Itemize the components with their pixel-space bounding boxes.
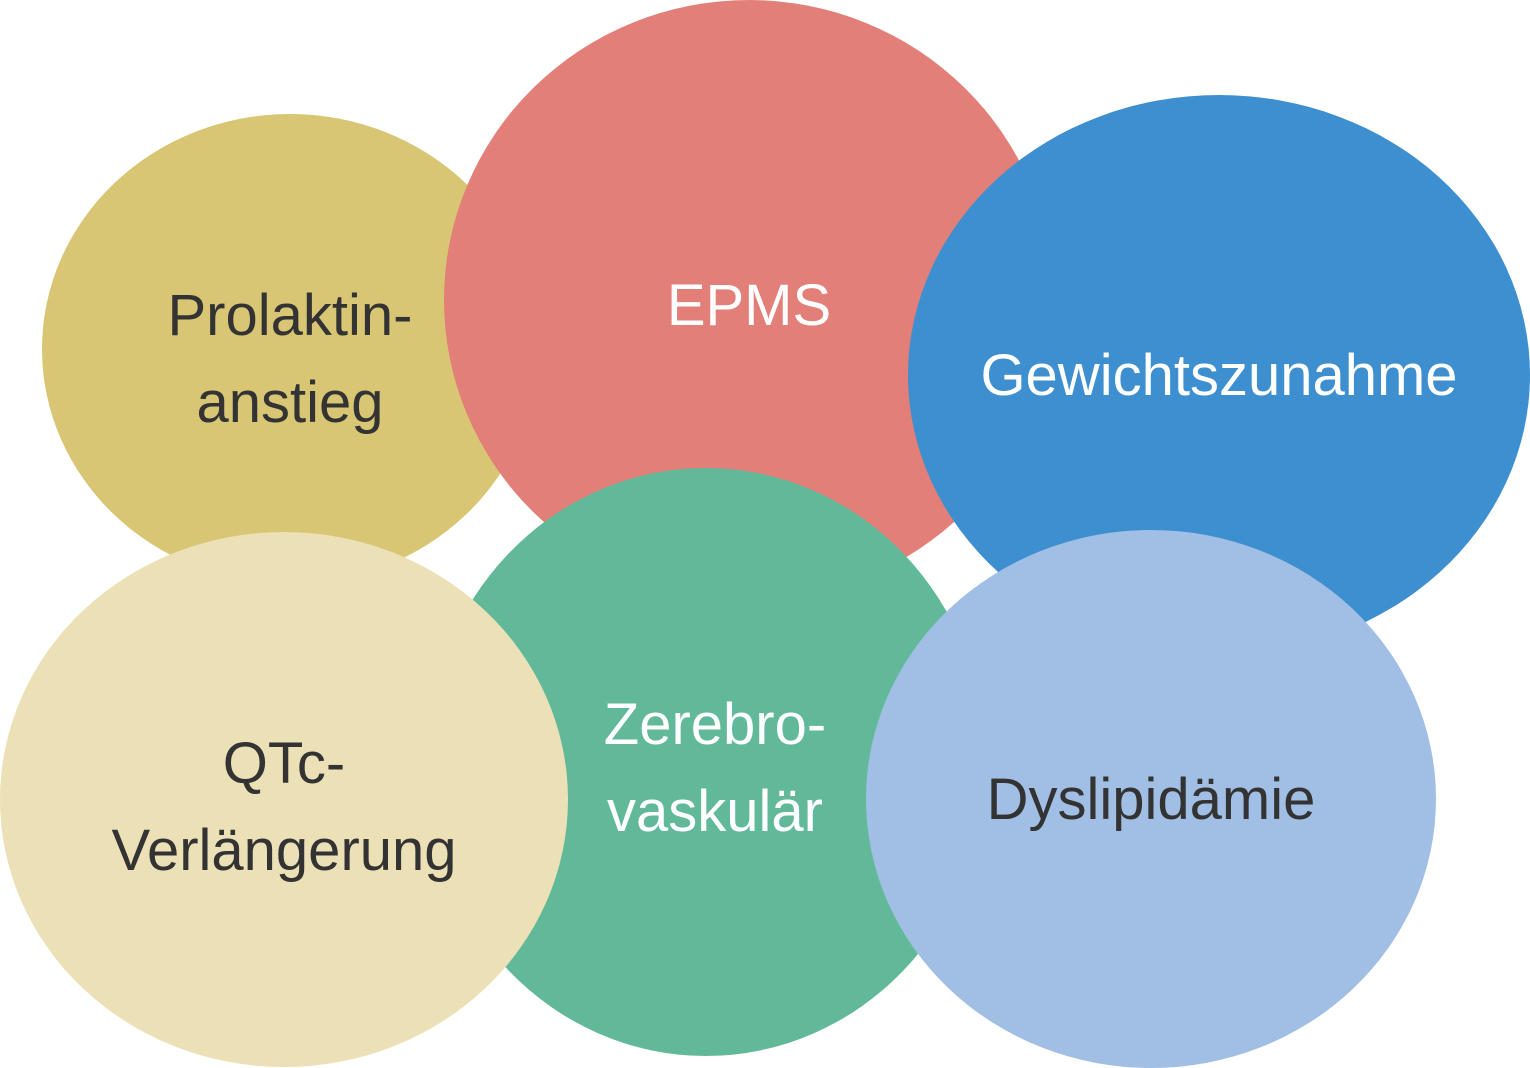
bubble-label-line: Prolaktin- <box>167 283 413 348</box>
bubble-dyslipidemia: Dyslipidämie <box>866 530 1436 1068</box>
bubble-label-line: Gewichtszunahme <box>980 342 1458 408</box>
bubble-label-line: EPMS <box>666 273 832 338</box>
bubble-label-line: Verlängerung <box>111 817 457 883</box>
bubble-label-line: anstieg <box>196 370 384 435</box>
bubble-label-line: QTc- <box>222 730 346 796</box>
bubble-label-dyslipidemia: Dyslipidämie <box>987 756 1316 843</box>
bubble-label-line: Dyslipidämie <box>986 766 1316 832</box>
bubble-label-qtc-prolongation: QTc- Verlängerung <box>111 720 456 894</box>
bubble-label-epms: EPMS <box>667 262 831 349</box>
bubble-label-line: Zerebro- <box>603 692 827 757</box>
bubble-label-weight-gain: Gewichtszunahme <box>980 332 1457 419</box>
bubble-qtc-prolongation: QTc- Verlängerung <box>0 532 568 1067</box>
bubble-label-line: vaskulär <box>607 779 823 844</box>
bubble-label-prolactin-increase: Prolaktin- anstieg <box>168 272 413 446</box>
bubble-label-cerebrovascular: Zerebro- vaskulär <box>604 681 826 855</box>
